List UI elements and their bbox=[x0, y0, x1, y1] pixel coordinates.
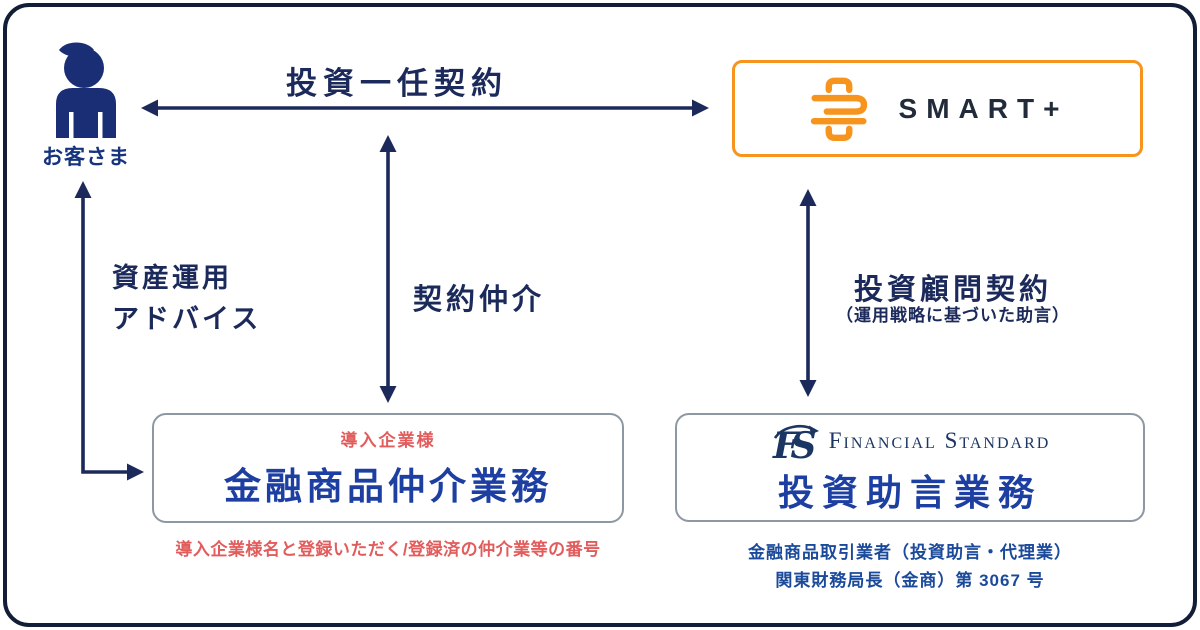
intermediary-caption: 導入企業様名と登録いただく/登録済の仲介業等の番号 bbox=[175, 540, 601, 559]
fs-monogram-icon: FS bbox=[772, 424, 820, 461]
advice-label: 資産運用 アドバイス bbox=[112, 258, 261, 340]
advisory-title: 投資助言業務 bbox=[777, 473, 1042, 513]
financial-standard-brand: Financial Standard bbox=[828, 428, 1051, 453]
smart-s-icon bbox=[810, 77, 867, 141]
person-icon bbox=[56, 42, 116, 138]
smart-plus-box: SMART+ bbox=[732, 60, 1143, 157]
advisory-business-box: FS Financial Standard 投資助言業務 bbox=[675, 413, 1145, 522]
customer-label: お客さま bbox=[42, 146, 130, 169]
discretionary-contract-arrow bbox=[141, 99, 709, 117]
intermediary-business-box: 導入企業様 金融商品仲介業務 bbox=[152, 413, 624, 523]
advice-label-line1: 資産運用 bbox=[112, 263, 232, 293]
brokerage-arrow bbox=[379, 135, 397, 403]
discretionary-contract-label: 投資一任契約 bbox=[286, 66, 508, 101]
advisory-contract-sublabel: （運用戦略に基づいた助言） bbox=[836, 306, 1070, 325]
financial-standard-logo: FS Financial Standard bbox=[770, 421, 1051, 461]
advice-arrow bbox=[74, 181, 144, 481]
smart-plus-brand: SMART+ bbox=[898, 92, 1069, 124]
brokerage-label: 契約仲介 bbox=[413, 284, 546, 316]
advisory-contract-arrow bbox=[799, 189, 817, 397]
intermediary-title: 金融商品仲介業務 bbox=[224, 467, 552, 508]
advisory-caption-line1: 金融商品取引業者（投資助言・代理業） bbox=[748, 543, 1072, 562]
advisory-caption-line2: 関東財務局長（金商）第 3067 号 bbox=[775, 571, 1045, 590]
intermediary-tag: 導入企業様 bbox=[340, 431, 436, 450]
advisory-contract-label: 投資顧問契約 bbox=[853, 274, 1052, 306]
advice-label-line2: アドバイス bbox=[112, 304, 262, 334]
svg-text:FS: FS bbox=[772, 425, 816, 461]
